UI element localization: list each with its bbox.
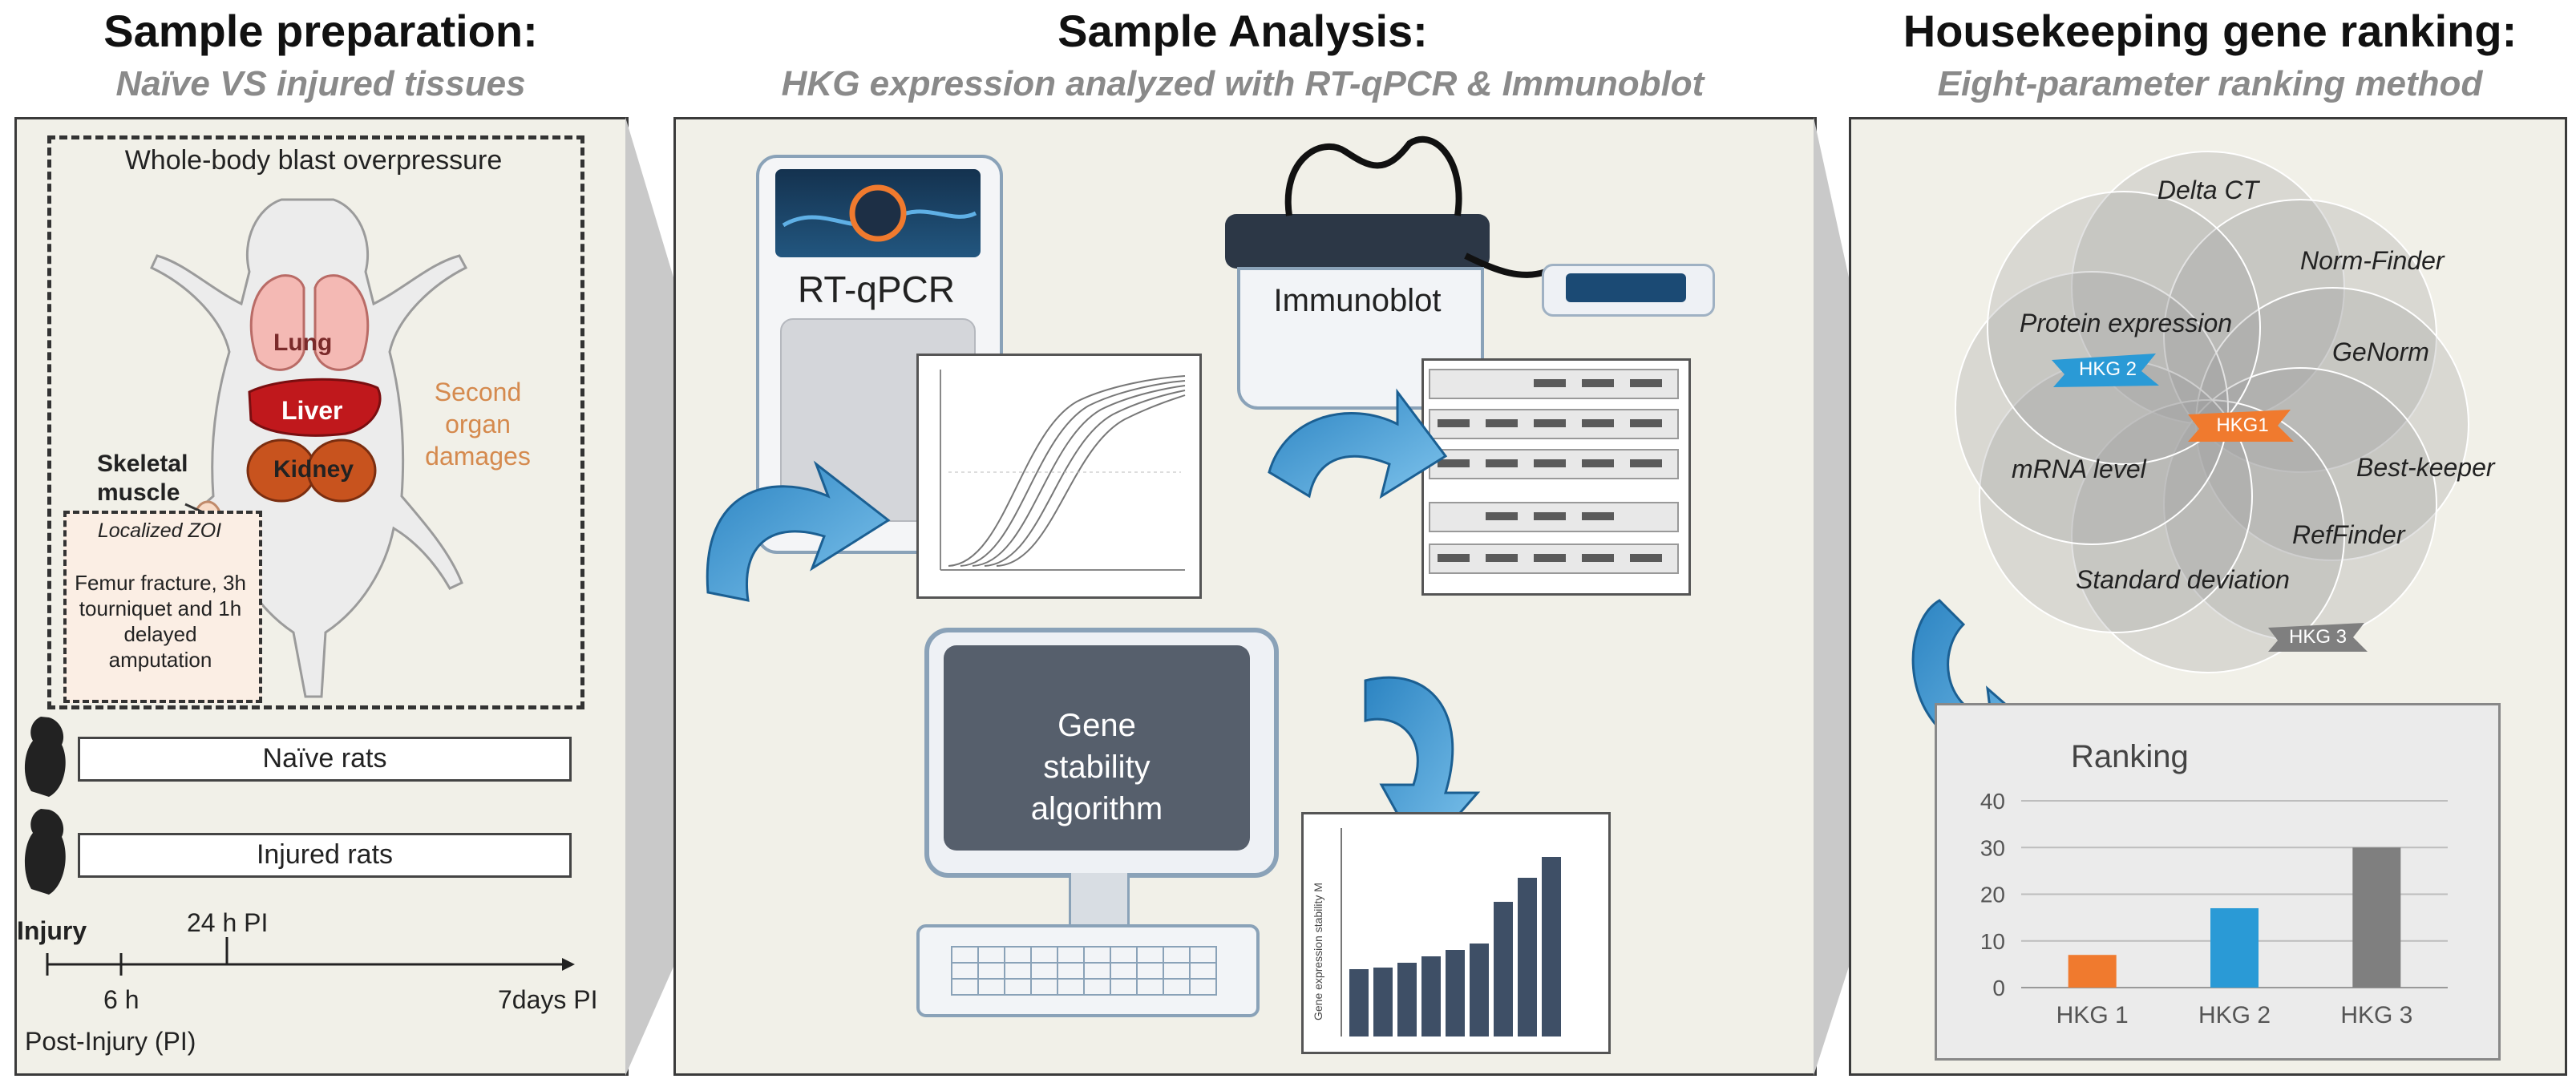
ranking-panel: Delta CT Norm-Finder Protein expression … xyxy=(1849,117,2567,1076)
ranking-title: Housekeeping gene ranking: xyxy=(1903,6,2517,56)
keyboard-keys xyxy=(951,946,1217,996)
zoi-title: Localized ZOI xyxy=(97,519,222,542)
venn-label-bestkeeper: Best-keeper xyxy=(2356,453,2495,482)
blast-label: Whole-body blast overpressure xyxy=(124,145,503,176)
ranking-y-tick: 40 xyxy=(1980,789,2005,814)
second-organ-damage-label: Second organ damages xyxy=(425,378,531,471)
venn-label-reffinder: RefFinder xyxy=(2292,520,2405,549)
injury-label: Injury xyxy=(17,916,87,945)
t24-label: 24 h PI xyxy=(187,908,269,937)
venn-circle-protein xyxy=(1955,271,2229,545)
sample-preparation-panel: Whole-body blast overpressure Lung Liver… xyxy=(14,117,629,1076)
hkg1-badge-shape xyxy=(2188,410,2294,442)
kidney-shape xyxy=(246,438,377,503)
gene-stability-label: Gene stability algorithm xyxy=(1030,708,1163,826)
t7d-label: 7days PI xyxy=(498,985,598,1014)
amplification-plot xyxy=(916,354,1202,599)
blot-bands xyxy=(1429,369,1679,574)
ranking-x-label: HKG 3 xyxy=(2340,1002,2412,1028)
ranking-y-tick: 20 xyxy=(1980,883,2005,907)
t6-label: 6 h xyxy=(103,985,140,1014)
injured-rats-label: Injured rats xyxy=(256,839,394,870)
stability-axis-label: Gene expression stability M xyxy=(1312,883,1324,1020)
connector-2 xyxy=(1814,117,1849,1076)
hkg1-badge-label: HKG1 xyxy=(2216,414,2269,436)
ranking-bar-3 xyxy=(2352,847,2401,988)
venn-label-genorm: GeNorm xyxy=(2332,337,2429,366)
hkg3-badge-label: HKG 3 xyxy=(2288,626,2348,648)
ranking-chart-title: Ranking xyxy=(2071,739,2189,774)
amplification-curves xyxy=(940,370,1186,571)
ranking-bar-1 xyxy=(2068,955,2117,988)
ranking-y-tick: 10 xyxy=(1980,929,2005,954)
hkg2-badge-shape xyxy=(2052,354,2159,387)
prep-subtitle: Naïve VS injured tissues xyxy=(115,64,526,103)
computer-stand xyxy=(1069,873,1130,927)
zoi-box xyxy=(63,511,262,703)
venn-label-norm-finder: Norm-Finder xyxy=(2300,246,2445,275)
venn-circle-reffinder xyxy=(1987,191,2261,465)
power-supply-display xyxy=(1566,273,1686,302)
lung-shape xyxy=(249,274,370,371)
timeline-axis xyxy=(46,937,575,976)
venn-label-stddev: Standard deviation xyxy=(2076,565,2290,594)
ranking-y-tick: 0 xyxy=(1992,976,2005,1000)
kidney-label: Kidney xyxy=(273,456,354,483)
blast-box xyxy=(47,135,584,709)
venn-label-mrna: mRNA level xyxy=(2012,455,2146,483)
naive-rats-bar xyxy=(78,737,572,782)
ranking-chart: Ranking 0 10 20 30 40 HKG 1 HKG 2 HKG 3 xyxy=(1980,739,2448,1028)
sample-analysis-panel: RT-qPCR Immunoblot xyxy=(673,117,1817,1076)
zoi-text: Femur fracture, 3h tourniquet and 1h del… xyxy=(75,571,246,672)
rat-outline xyxy=(150,198,468,698)
hkg2-badge-label: HKG 2 xyxy=(2078,358,2137,380)
venn-label-protein: Protein expression xyxy=(2020,309,2233,337)
venn-diagram xyxy=(1955,151,2469,673)
connector-1 xyxy=(625,117,673,1076)
ranking-subtitle: Eight-parameter ranking method xyxy=(1937,64,2483,103)
arrow-to-blot xyxy=(1268,388,1448,499)
ranking-x-label: HKG 1 xyxy=(2056,1002,2129,1028)
liver-label: Liver xyxy=(281,396,343,425)
naive-rats-label: Naïve rats xyxy=(262,743,387,774)
immunoblot-lid xyxy=(1225,214,1490,269)
arrow-to-amplification xyxy=(706,460,891,602)
ranking-bar-2 xyxy=(2210,907,2259,988)
hkg3-badge-shape xyxy=(2268,623,2368,652)
naive-rat-icon xyxy=(24,717,66,797)
stability-bars: Gene expression stability M xyxy=(1312,828,1561,1036)
lung-label: Lung xyxy=(273,329,333,356)
injured-rats-bar xyxy=(78,833,572,878)
analysis-title: Sample Analysis: xyxy=(1057,6,1428,56)
ranking-chart-box xyxy=(1935,703,2501,1061)
analysis-subtitle: HKG expression analyzed with RT-qPCR & I… xyxy=(781,64,1705,103)
post-injury-label: Post-Injury (PI) xyxy=(25,1027,196,1056)
venn-label-delta-ct: Delta CT xyxy=(2157,176,2259,204)
immunoblot-wires xyxy=(1284,135,1547,278)
rat-illustration xyxy=(150,198,468,698)
rtqpcr-label: RT-qPCR xyxy=(798,269,955,310)
rtqpcr-display-icon xyxy=(782,184,977,242)
prep-title: Sample preparation: xyxy=(103,6,538,56)
injured-rat-icon xyxy=(24,809,66,895)
computer-keyboard xyxy=(916,924,1260,1017)
skeletal-muscle-label: Skeletal muscle xyxy=(97,451,188,506)
ranking-y-tick: 30 xyxy=(1980,835,2005,860)
computer-screen xyxy=(944,645,1250,851)
ranking-x-label: HKG 2 xyxy=(2198,1002,2271,1028)
liver-shape xyxy=(248,378,382,437)
immunoblot-label: Immunoblot xyxy=(1273,283,1442,318)
venn-circle-stddev xyxy=(2071,399,2345,673)
